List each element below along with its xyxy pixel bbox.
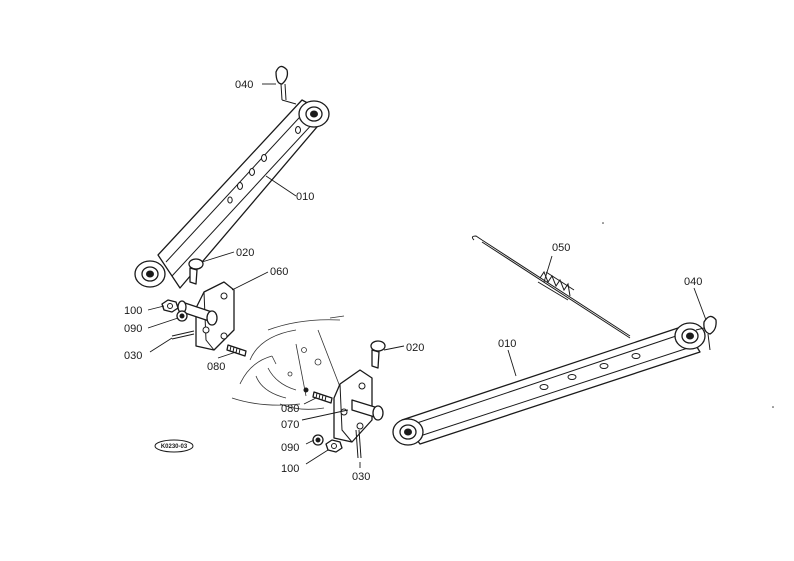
link-hole <box>249 168 255 176</box>
link-hole <box>295 126 301 134</box>
left-bracket <box>177 281 235 351</box>
link-hole <box>631 353 641 359</box>
label-020: 020 <box>236 247 254 259</box>
left-hardware <box>161 299 247 357</box>
label-090: 090 <box>124 323 142 335</box>
speck <box>772 406 774 408</box>
label-030: 030 <box>124 350 142 362</box>
part-labels: 040 010 020 060 100 090 030 080 050 040 … <box>124 79 702 483</box>
label-080: 080 <box>207 361 225 373</box>
tractor-frame-sketch <box>231 315 345 410</box>
right-bracket <box>303 340 386 459</box>
link-hole <box>567 374 577 380</box>
label-080: 080 <box>281 403 299 415</box>
spring-rod-050 <box>471 235 631 339</box>
label-090: 090 <box>281 442 299 454</box>
left-lower-link <box>134 99 330 289</box>
diagram-code-badge: K0230-03 <box>154 439 194 453</box>
label-050: 050 <box>552 242 570 254</box>
label-030: 030 <box>352 471 370 483</box>
label-040: 040 <box>235 79 253 91</box>
link-hole <box>261 154 267 162</box>
label-010: 010 <box>498 338 516 350</box>
nut-100-left <box>161 299 179 313</box>
label-020: 020 <box>406 342 424 354</box>
linch-pin-right <box>695 315 717 351</box>
pin-020-left <box>188 258 204 285</box>
leader-lines <box>147 83 707 468</box>
label-060: 060 <box>270 266 288 278</box>
link-hole <box>599 363 609 369</box>
linch-pin-left <box>275 65 297 105</box>
link-hole <box>539 384 549 390</box>
label-100: 100 <box>281 463 299 475</box>
link-hole <box>237 182 243 190</box>
link-hole <box>227 196 233 204</box>
label-040: 040 <box>684 276 702 288</box>
label-100: 100 <box>124 305 142 317</box>
diagram-code: K0230-03 <box>161 444 188 450</box>
speck <box>602 222 604 224</box>
right-lower-link <box>392 322 706 446</box>
label-070: 070 <box>281 419 299 431</box>
label-010: 010 <box>296 191 314 203</box>
